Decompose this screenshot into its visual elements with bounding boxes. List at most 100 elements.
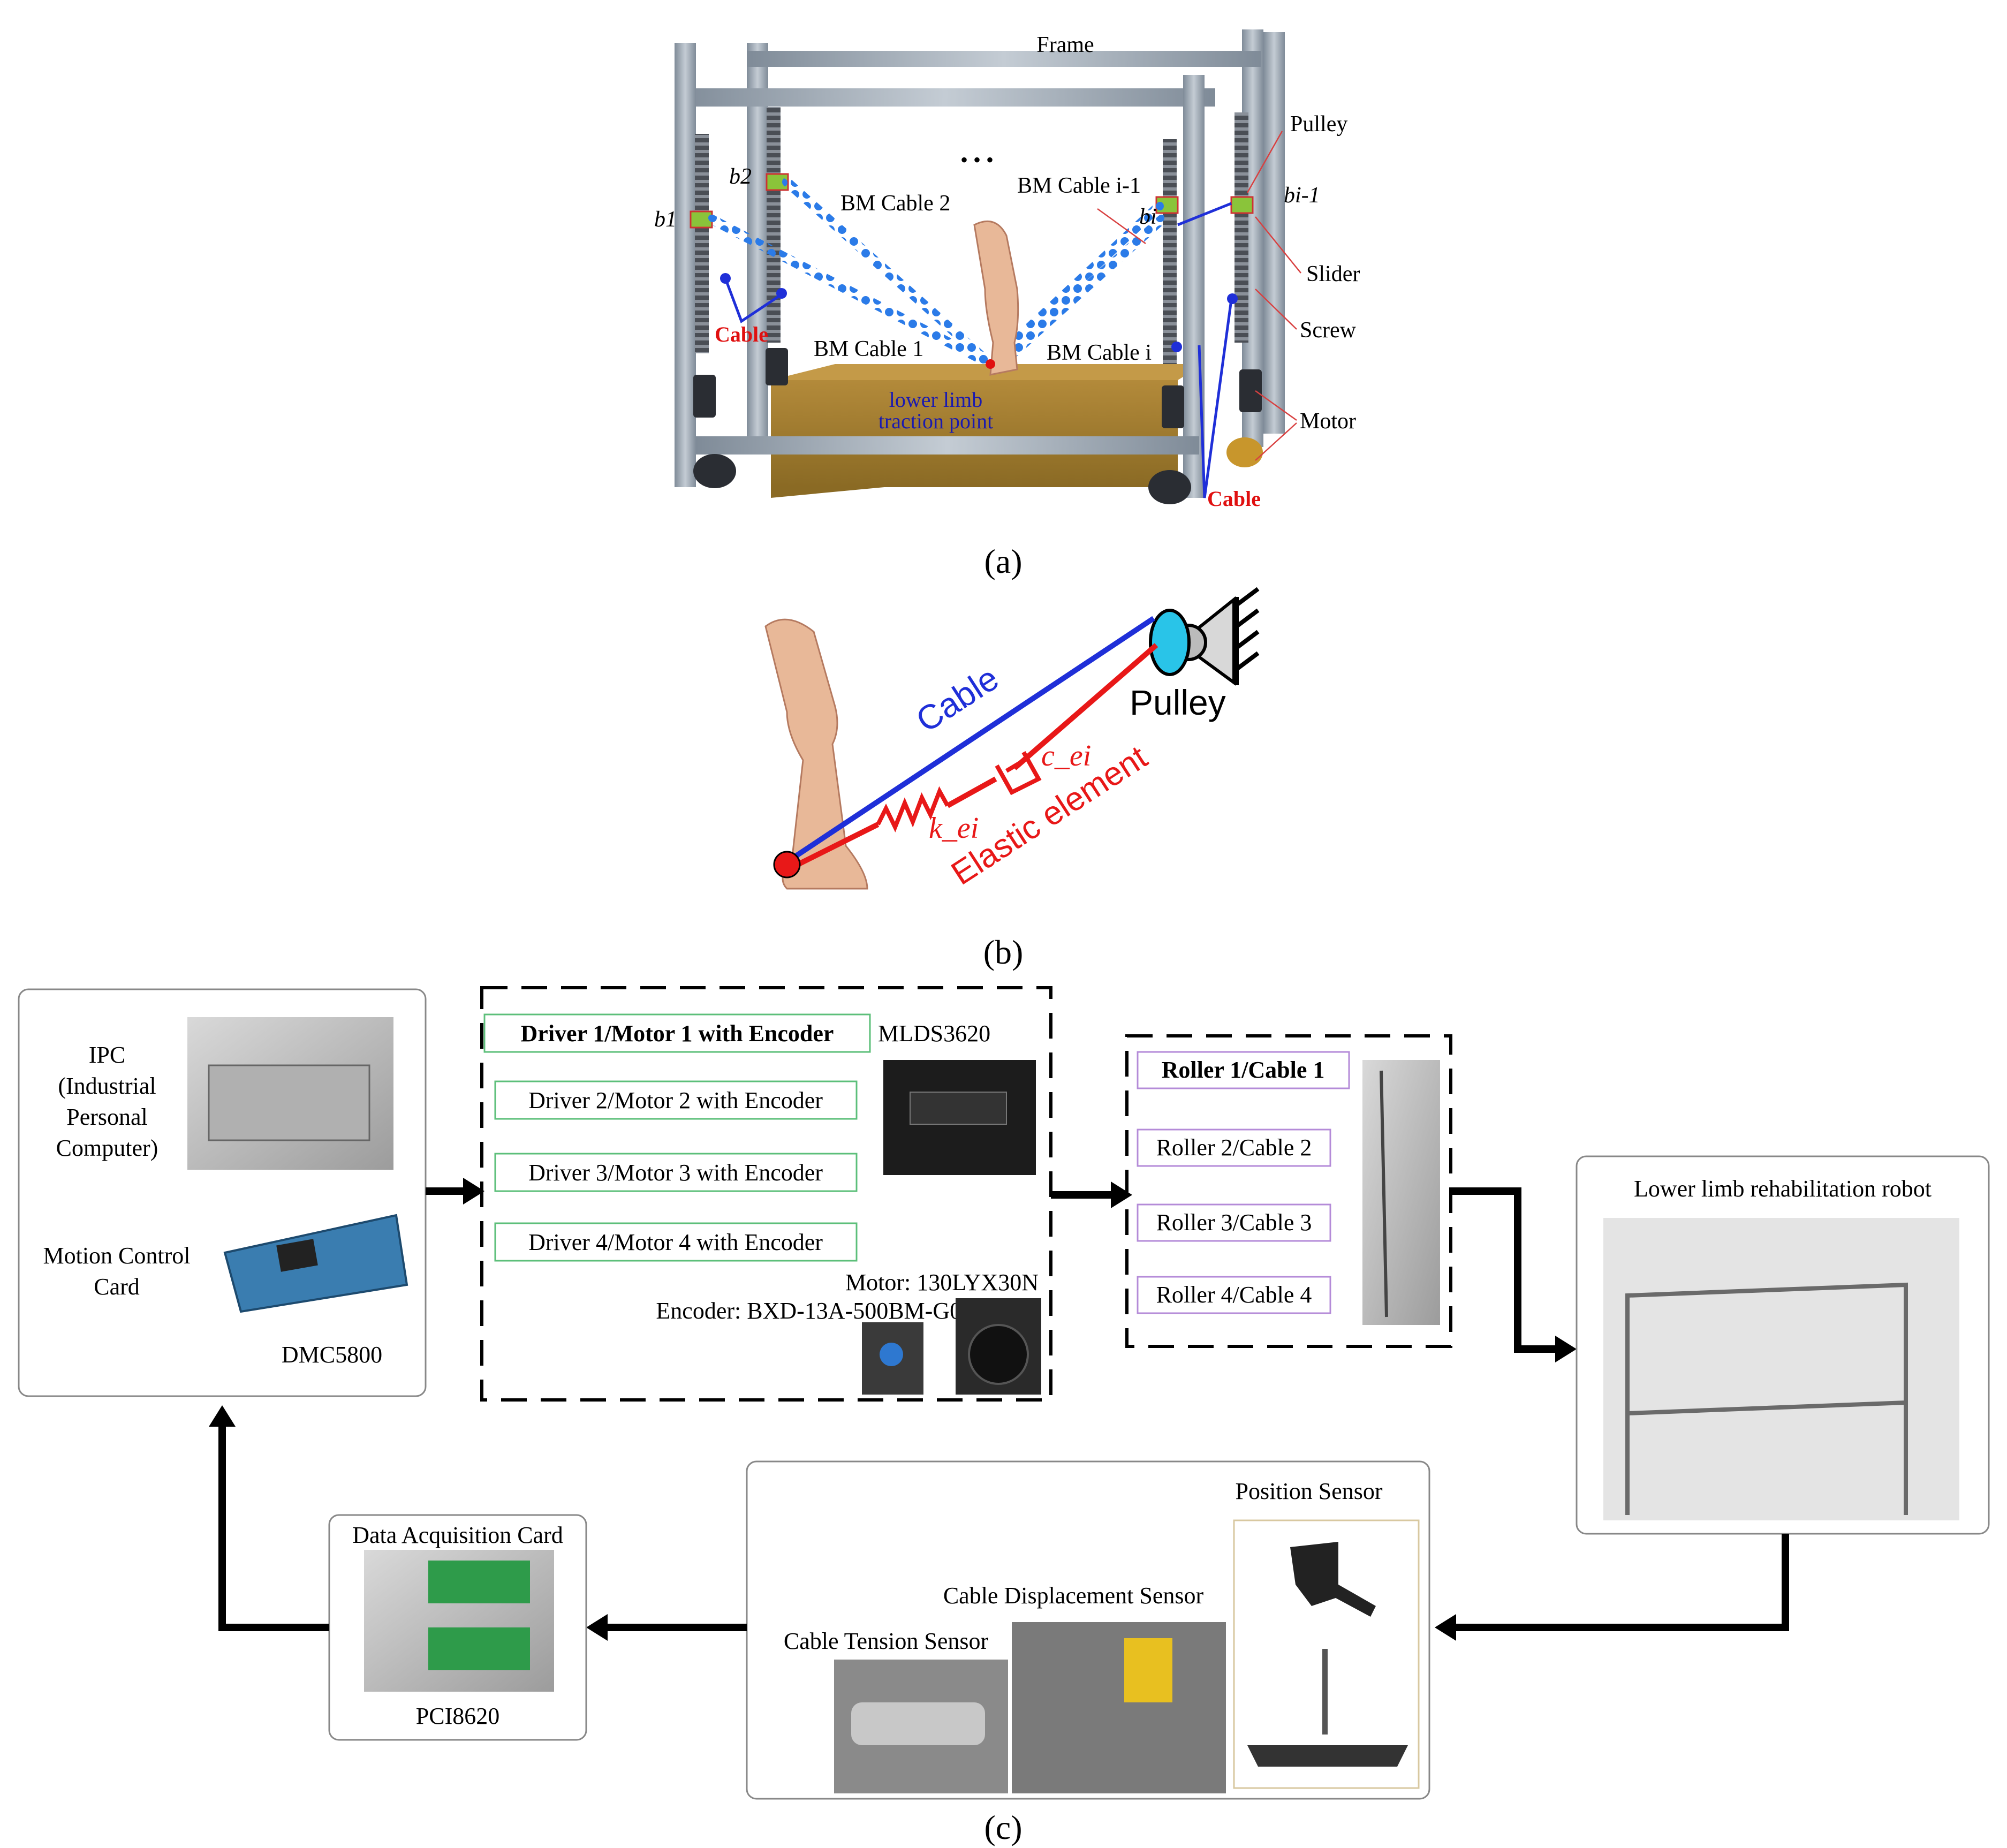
arrow-daq-to-ipc [218,1424,329,1631]
bi-label: bi [1139,205,1157,229]
motion-card-photo [223,1214,408,1313]
daq-model: PCI8620 [416,1703,499,1729]
lead-screws [695,107,1248,364]
ipc-line4: Computer) [56,1135,158,1161]
screw-label: Screw [1300,318,1357,343]
driver-item-4-label: Driver 4/Motor 4 with Encoder [528,1229,823,1255]
traction-line1: lower limb [889,388,982,412]
robot-title: Lower limb rehabilitation robot [1634,1176,1932,1202]
motion-card-line2: Card [94,1274,140,1300]
leg-figure-a [973,220,1019,376]
ipc-line3: Personal [66,1104,148,1130]
wall-mount [1235,587,1260,685]
cable-left-label: Cable [715,322,768,346]
bm-cable-1-label: BM Cable 1 [814,337,923,361]
pulley-wheel-icon [1149,609,1191,676]
driver-item-3-label: Driver 3/Motor 3 with Encoder [528,1160,823,1186]
elastic-red-line-1 [785,822,880,873]
caption-a: (a) [984,542,1022,580]
driver-item-3 [494,1153,858,1192]
roller-item-3-label: Roller 3/Cable 3 [1156,1209,1312,1236]
treadmill-base [771,364,1205,498]
panel-b: Cable Pulley c_ei k_ei Elastic element (… [764,587,1260,971]
motor-model-label: Motor: 130LYX30N [845,1269,1039,1296]
bm-cable-2-label: BM Cable 2 [840,191,950,216]
driver-item-1-label: Driver 1/Motor 1 with Encoder [521,1020,834,1047]
bm-cable-i-label: BM Cable i [1047,340,1152,365]
motion-card-line1: Motion Control [43,1243,190,1269]
arrow-rollers-to-robot [1451,1187,1561,1353]
panel-a-labels: Frame Pulley Slider Screw Motor BM Cable… [654,33,1360,434]
arrowhead-2 [1111,1181,1132,1208]
ipc-case-icon [208,1064,370,1141]
roller-item-1 [1137,1051,1350,1089]
frame-label: Frame [1036,33,1094,57]
ipc-line1: IPC [89,1042,125,1068]
roller-items: Roller 1/Cable 1 Roller 2/Cable 2 Roller… [1137,1051,1350,1314]
sensor-labels: Position Sensor Cable Displacement Senso… [784,1478,1383,1654]
driver-item-2-label: Driver 2/Motor 2 with Encoder [528,1087,823,1114]
arrowhead-1 [463,1178,484,1205]
c-ei-label: c_ei [1041,739,1091,772]
b2-label: b2 [729,164,752,189]
daq-board-1 [428,1561,530,1603]
driver-item-2 [494,1080,858,1120]
bi-minus-1-label: bi-1 [1284,183,1320,208]
displacement-sensor-label: Cable Displacement Sensor [943,1582,1204,1609]
roller-photo [1362,1060,1440,1325]
tension-sensor-label: Cable Tension Sensor [784,1628,989,1654]
position-sensor-icon [1290,1542,1376,1617]
caption-c: (c) [984,1808,1022,1846]
elastic-red-line-2 [946,776,997,808]
traction-line2: traction point [878,409,993,433]
encoder-model-label: Encoder: BXD-13A-500BM-G05L [656,1298,988,1324]
spring-k-icon [876,786,950,832]
slider-label: Slider [1306,262,1360,286]
roller-item-3 [1137,1203,1331,1242]
roller-photo-rail [1380,1070,1388,1317]
driver-photo [883,1060,1036,1175]
daq-board-2 [428,1627,530,1670]
sliders [690,173,1254,229]
cable-red-labels: Cable Cable [715,322,1261,511]
caption-b: (b) [983,933,1024,971]
arrow-robot-to-sensors [1456,1534,1789,1631]
leader-lines [1097,131,1301,461]
leg-figure-b [764,618,868,890]
pulley-label: Pulley [1290,112,1347,137]
robot-photo-frame [1625,1282,1908,1515]
elastic-red-line-3 [1012,643,1158,770]
motors [693,348,1263,504]
thin-cables [724,202,1233,498]
driver-items: Driver 1/Motor 1 with Encoder Driver 2/M… [483,1013,1039,1324]
roller-item-4 [1137,1276,1331,1314]
cable-right-label: Cable [1207,487,1261,511]
cable-dots [720,273,1238,352]
b1-label: b1 [654,207,677,232]
roller-item-2-label: Roller 2/Cable 2 [1156,1134,1312,1161]
motor-label: Motor [1300,409,1356,434]
tension-sensor-body [851,1702,985,1745]
roller-item-1-label: Roller 1/Cable 1 [1162,1057,1325,1083]
displacement-sensor-photo [1012,1622,1226,1793]
cable-line [785,616,1155,865]
daq-title: Data Acquisition Card [352,1522,563,1548]
encoder-hub-icon [880,1343,903,1366]
roller-item-4-label: Roller 4/Cable 4 [1156,1282,1312,1308]
k-ei-label: k_ei [929,812,979,845]
motor-face-icon [968,1324,1029,1385]
traction-point-b-icon [773,851,801,878]
ellipsis-label: • • • [960,148,994,172]
ipc-labels: IPC (Industrial Personal Computer) Motio… [43,1042,382,1368]
position-sensor-base [1247,1745,1408,1767]
arrowhead-4 [1435,1614,1456,1641]
position-sensor-label: Position Sensor [1235,1478,1382,1504]
panel-c: IPC (Industrial Personal Computer) Motio… [18,986,1990,1846]
displacement-sensor-body [1124,1638,1172,1702]
dmc-model: DMC5800 [282,1342,382,1368]
bm-cables [707,177,1167,369]
bm-cable-i-minus-1-label: BM Cable i-1 [1017,173,1141,198]
arrowhead-6 [209,1405,236,1427]
traction-labels: lower limb traction point [878,388,993,433]
